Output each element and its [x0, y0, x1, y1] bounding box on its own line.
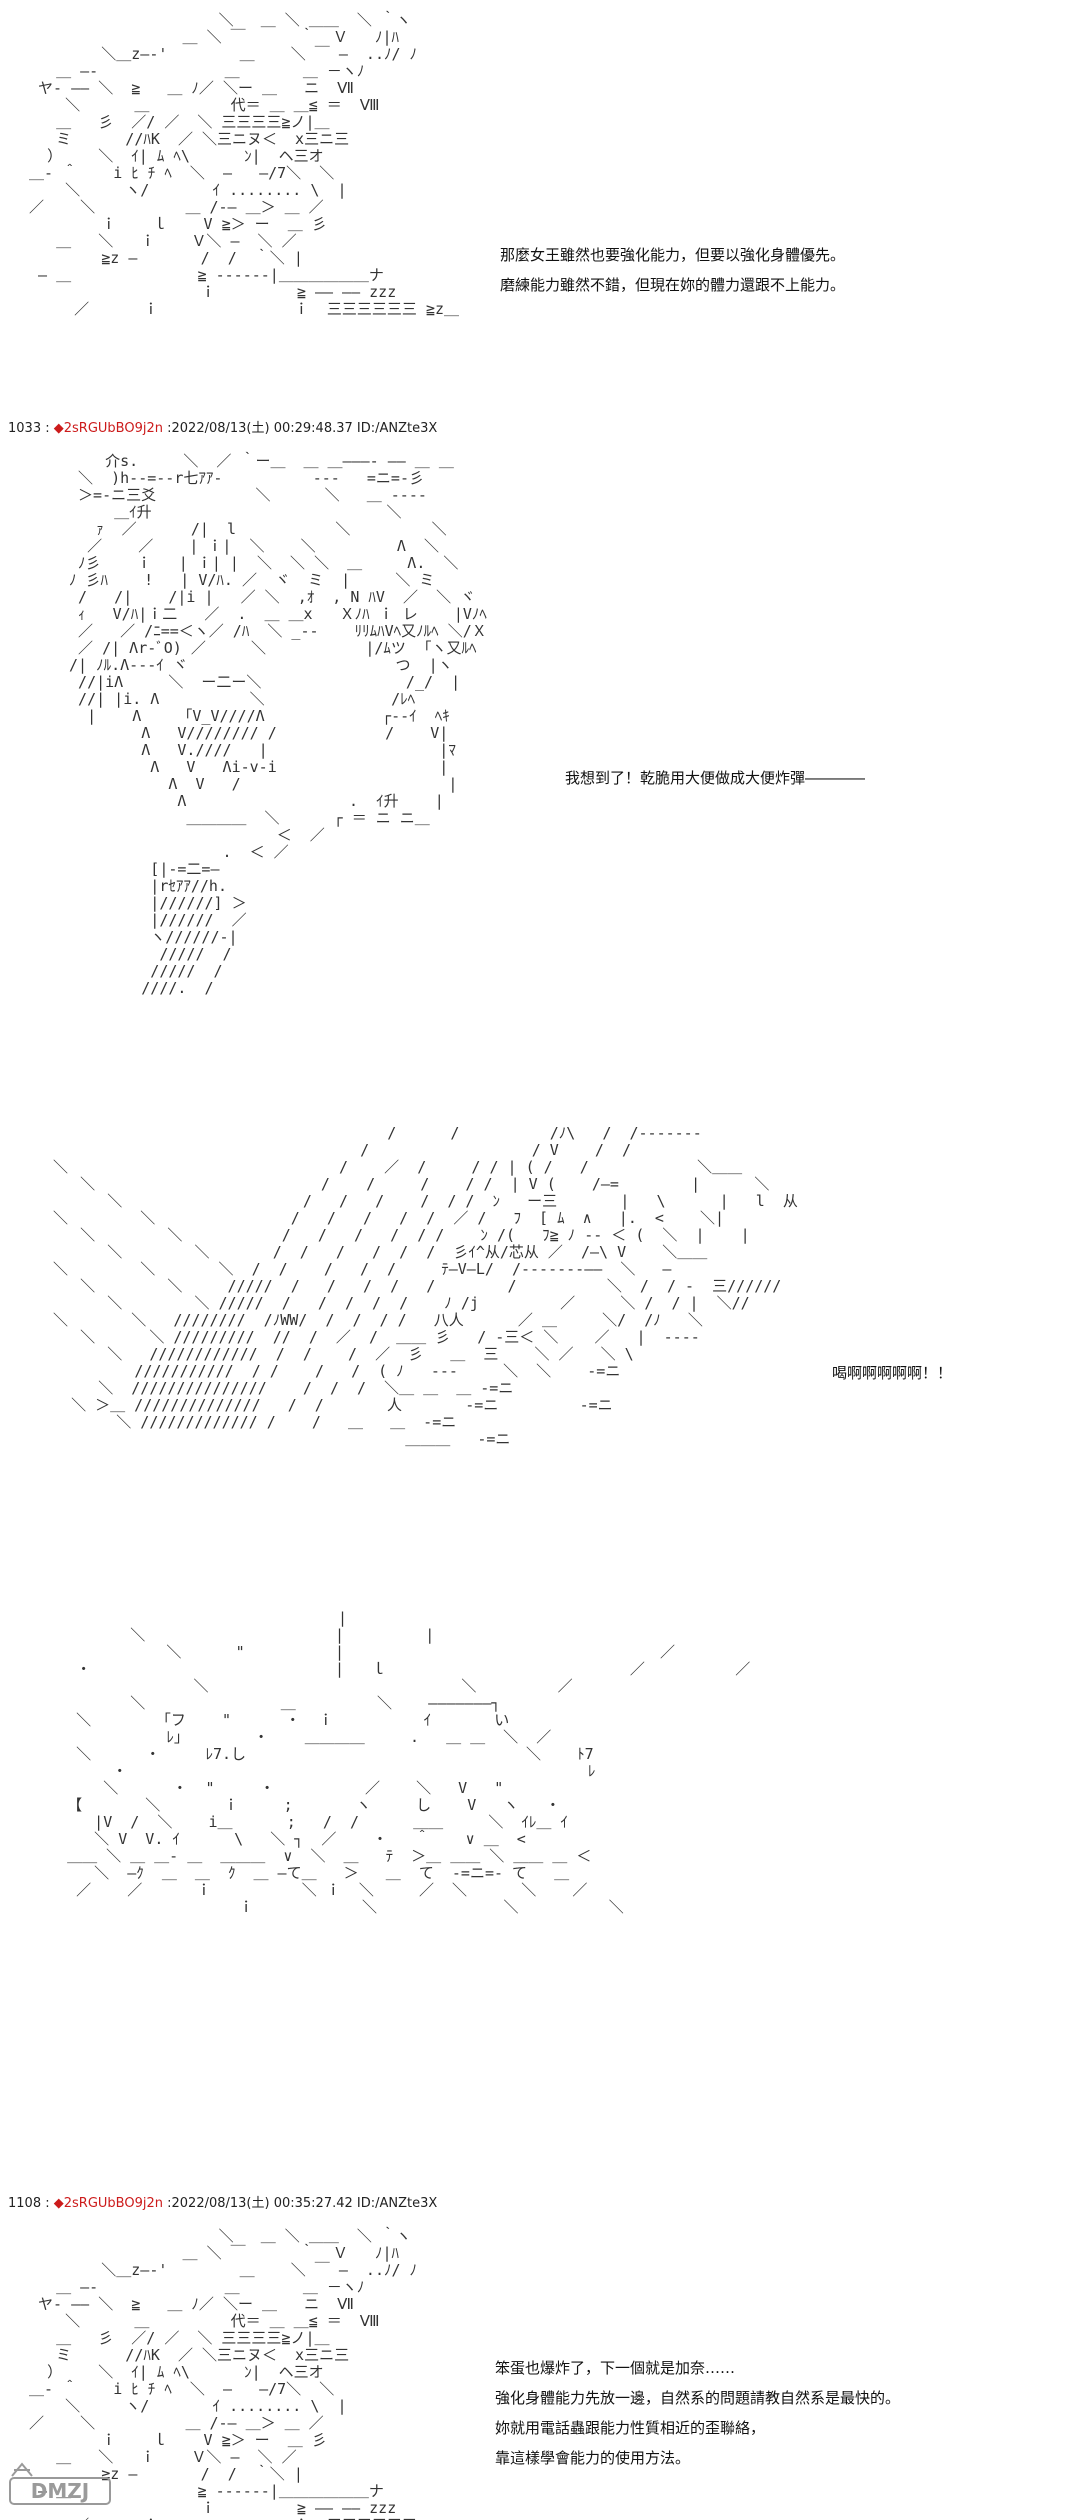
- post-header: 1108 : ◆2sRGUbBO9j2n :2022/08/13(土) 00:3…: [8, 2196, 438, 2211]
- panel-3: / / /ﾉ\ / /‐‐‐‐‐‐‐ / / V / / ＼ / ／ / / /…: [0, 1115, 1080, 1545]
- ascii-art-action-scene: / / /ﾉ\ / /‐‐‐‐‐‐‐ / / V / / ＼ / ／ / / /…: [53, 1124, 798, 1448]
- post-meta: :2022/08/13(土) 00:35:27.42 ID:/ANZte3X: [167, 2196, 438, 2211]
- dialog-line: 靠這樣學會能力的使用方法。: [495, 2449, 691, 2467]
- dialog-text: 喝啊啊啊啊啊！！: [832, 1358, 952, 1388]
- post-header: 1033 : ◆2sRGUbBO9j2n :2022/08/13(土) 00:2…: [8, 421, 438, 436]
- panel-5: ＼ ＿ ＼ ＿＿ ＼ ｀ヽ ＿ ＼ ￣ ｀ Ｖ ﾉ|ﾊ ＼＿z―‐' ＿ ＼ ￣…: [0, 2218, 1080, 2520]
- svg-text:DMZJ: DMZJ: [31, 2479, 89, 2503]
- panel-4: | ＼ | | ＼ " | ／ ・ | ｌ ／ ／: [0, 1600, 1080, 2180]
- dialog-line: 強化身體能力先放一邊，自然系的問題請教自然系是最快的。: [495, 2389, 901, 2407]
- dialog-line: 喝啊啊啊啊啊！！: [832, 1364, 953, 1382]
- post-number: 1033: [8, 421, 42, 436]
- diamond-icon: ◆: [53, 421, 64, 436]
- ascii-art-explosion: | ＼ | | ＼ " | ／ ・ | ｌ ／ ／: [67, 1609, 751, 1916]
- dialog-text: 我想到了！乾脆用大便做成大便炸彈――――: [565, 763, 865, 793]
- poster-id[interactable]: 2sRGUbBO9j2n: [63, 421, 163, 436]
- ascii-art-figure: 介s. ＼ ／ ｀ー＿ ＿ ＿―――‐ ―― ＿ ＿ ＼ )h‐‐=‐‐r七ｱｱ…: [69, 452, 487, 997]
- panel-2: 介s. ＼ ／ ｀ー＿ ＿ ＿―――‐ ―― ＿ ＿ ＼ )h‐‐=‐‐r七ｱｱ…: [0, 445, 1080, 1070]
- post-number: 1108: [8, 2196, 42, 2211]
- site-watermark-logo: DMZJ: [8, 2456, 112, 2512]
- ascii-art-figure: ＼ ＿ ＼ ＿＿ ＼ ｀ヽ ＿ ＼ ￣ ｀ Ｖ ﾉ|ﾊ ＼＿z―‐' ＿ ＼ ￣…: [29, 11, 459, 318]
- poster-id[interactable]: 2sRGUbBO9j2n: [63, 2196, 163, 2211]
- ascii-art-figure: ＼ ＿ ＼ ＿＿ ＼ ｀ヽ ＿ ＼ ￣ ｀ Ｖ ﾉ|ﾊ ＼＿z―‐' ＿ ＼ ￣…: [29, 2227, 459, 2520]
- dialog-text: 笨蛋也爆炸了，下一個就是加奈…… 強化身體能力先放一邊，自然系的問題請教自然系是…: [495, 2353, 900, 2473]
- panel-1: ＼ ＿ ＼ ＿＿ ＼ ｀ヽ ＿ ＼ ￣ ｀ Ｖ ﾉ|ﾊ ＼＿z―‐' ＿ ＼ ￣…: [0, 0, 1080, 405]
- dialog-line: 笨蛋也爆炸了，下一個就是加奈……: [495, 2359, 736, 2377]
- dialog-line: 妳就用電話蟲跟能力性質相近的歪聯絡，: [495, 2419, 766, 2437]
- dialog-text: 那麼女王雖然也要強化能力，但要以強化身體優先。 磨練能力雖然不錯，但現在妳的體力…: [500, 240, 845, 300]
- dialog-line: 磨練能力雖然不錯，但現在妳的體力還跟不上能力。: [500, 276, 846, 294]
- post-meta: :2022/08/13(土) 00:29:48.37 ID:/ANZte3X: [167, 421, 438, 436]
- diamond-icon: ◆: [53, 2196, 64, 2211]
- dialog-line: 那麼女王雖然也要強化能力，但要以強化身體優先。: [500, 246, 846, 264]
- dialog-line: 我想到了！乾脆用大便做成大便炸彈――――: [565, 769, 866, 787]
